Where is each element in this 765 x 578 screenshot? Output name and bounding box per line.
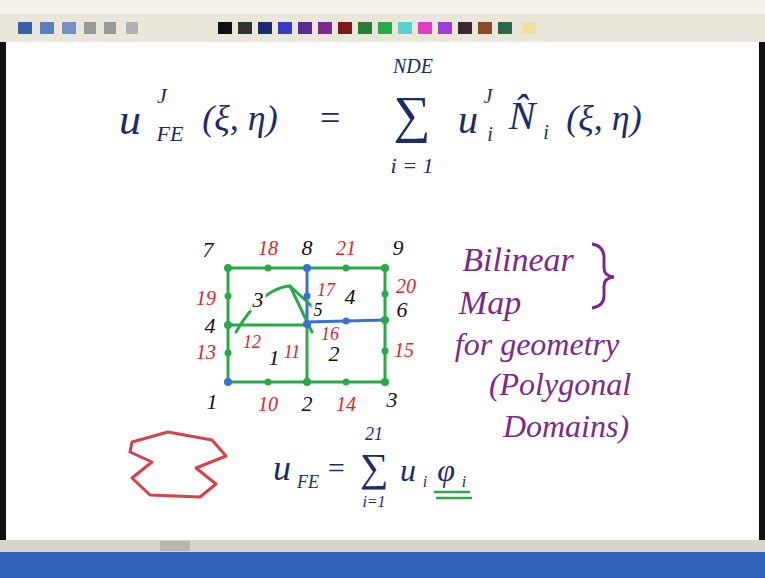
formula-term: u — [271, 450, 293, 486]
node-number: 2 — [300, 393, 315, 415]
sum-lower-limit: i = 1 — [389, 155, 436, 177]
color-palette — [218, 22, 536, 34]
node-number: 12 — [241, 333, 263, 351]
sum-upper-limit: NDE — [391, 56, 435, 76]
node-number: 8 — [300, 237, 315, 259]
node-number: 20 — [394, 276, 418, 296]
task-bar — [0, 552, 765, 578]
node-number: 18 — [256, 238, 280, 258]
element-number: 2 — [327, 343, 342, 365]
formula-subscript: i — [460, 474, 468, 490]
formula-term: N̂ — [507, 96, 538, 136]
frame-right — [759, 42, 765, 542]
node-number: 7 — [201, 239, 216, 261]
node-number: 17 — [315, 281, 337, 299]
formula-subscript: i — [421, 474, 429, 490]
formula-term: (ξ, η) — [200, 100, 279, 136]
underline — [434, 492, 472, 498]
note-text: Map — [457, 286, 523, 320]
node-number: 3 — [385, 389, 400, 411]
node-number: 4 — [203, 315, 218, 337]
node-number: 19 — [194, 288, 218, 308]
node-number: 13 — [194, 342, 218, 362]
formula-operator: = — [324, 453, 348, 483]
frame-left — [0, 42, 6, 542]
note-text: for geometry — [453, 328, 621, 360]
toolbar — [0, 0, 765, 42]
note-text: Domains) — [501, 410, 631, 442]
tool-icons — [18, 22, 138, 34]
formula-subscript: FE — [295, 473, 321, 491]
node-number: 5 — [312, 301, 325, 319]
curly-bracket — [592, 244, 614, 308]
node-number: 15 — [392, 340, 416, 360]
sum-upper-limit: 21 — [363, 425, 385, 443]
menu-bar — [0, 0, 765, 14]
mesh-dots — [224, 264, 389, 386]
formula-subscript: i — [485, 124, 495, 144]
formula-operator: = — [316, 100, 344, 136]
element-number: 1 — [267, 347, 282, 369]
node-number: 11 — [282, 343, 303, 361]
note-text: (Polygonal — [487, 368, 633, 400]
formula-term: u — [117, 98, 143, 142]
sum-lower-limit: i=1 — [360, 494, 387, 510]
node-number: 14 — [334, 394, 358, 414]
node-number: 21 — [334, 238, 358, 258]
scroll-bar — [0, 540, 765, 552]
polygon-domain — [130, 432, 226, 497]
formula-term: φ — [435, 454, 457, 486]
node-number: 9 — [391, 237, 406, 259]
formula-term: u — [456, 100, 480, 140]
mesh — [228, 268, 385, 382]
sum-symbol: ∑ — [358, 448, 391, 488]
node-number: 16 — [319, 325, 341, 343]
note-text: Bilinear — [460, 243, 575, 277]
node-number: 1 — [205, 391, 220, 413]
formula-term: u — [398, 454, 418, 486]
node-number: 6 — [395, 299, 410, 321]
formula-subscript: i — [541, 122, 551, 142]
element-number: 3 — [251, 289, 266, 311]
formula-superscript: J — [482, 86, 495, 106]
formula-superscript: J — [155, 85, 169, 107]
element-number: 4 — [343, 286, 358, 308]
sum-symbol: ∑ — [391, 89, 432, 141]
scroll-thumb — [160, 541, 190, 551]
formula-term: (ξ, η) — [564, 100, 643, 136]
formula-subscript: FE — [155, 123, 186, 145]
node-number: 10 — [256, 394, 280, 414]
